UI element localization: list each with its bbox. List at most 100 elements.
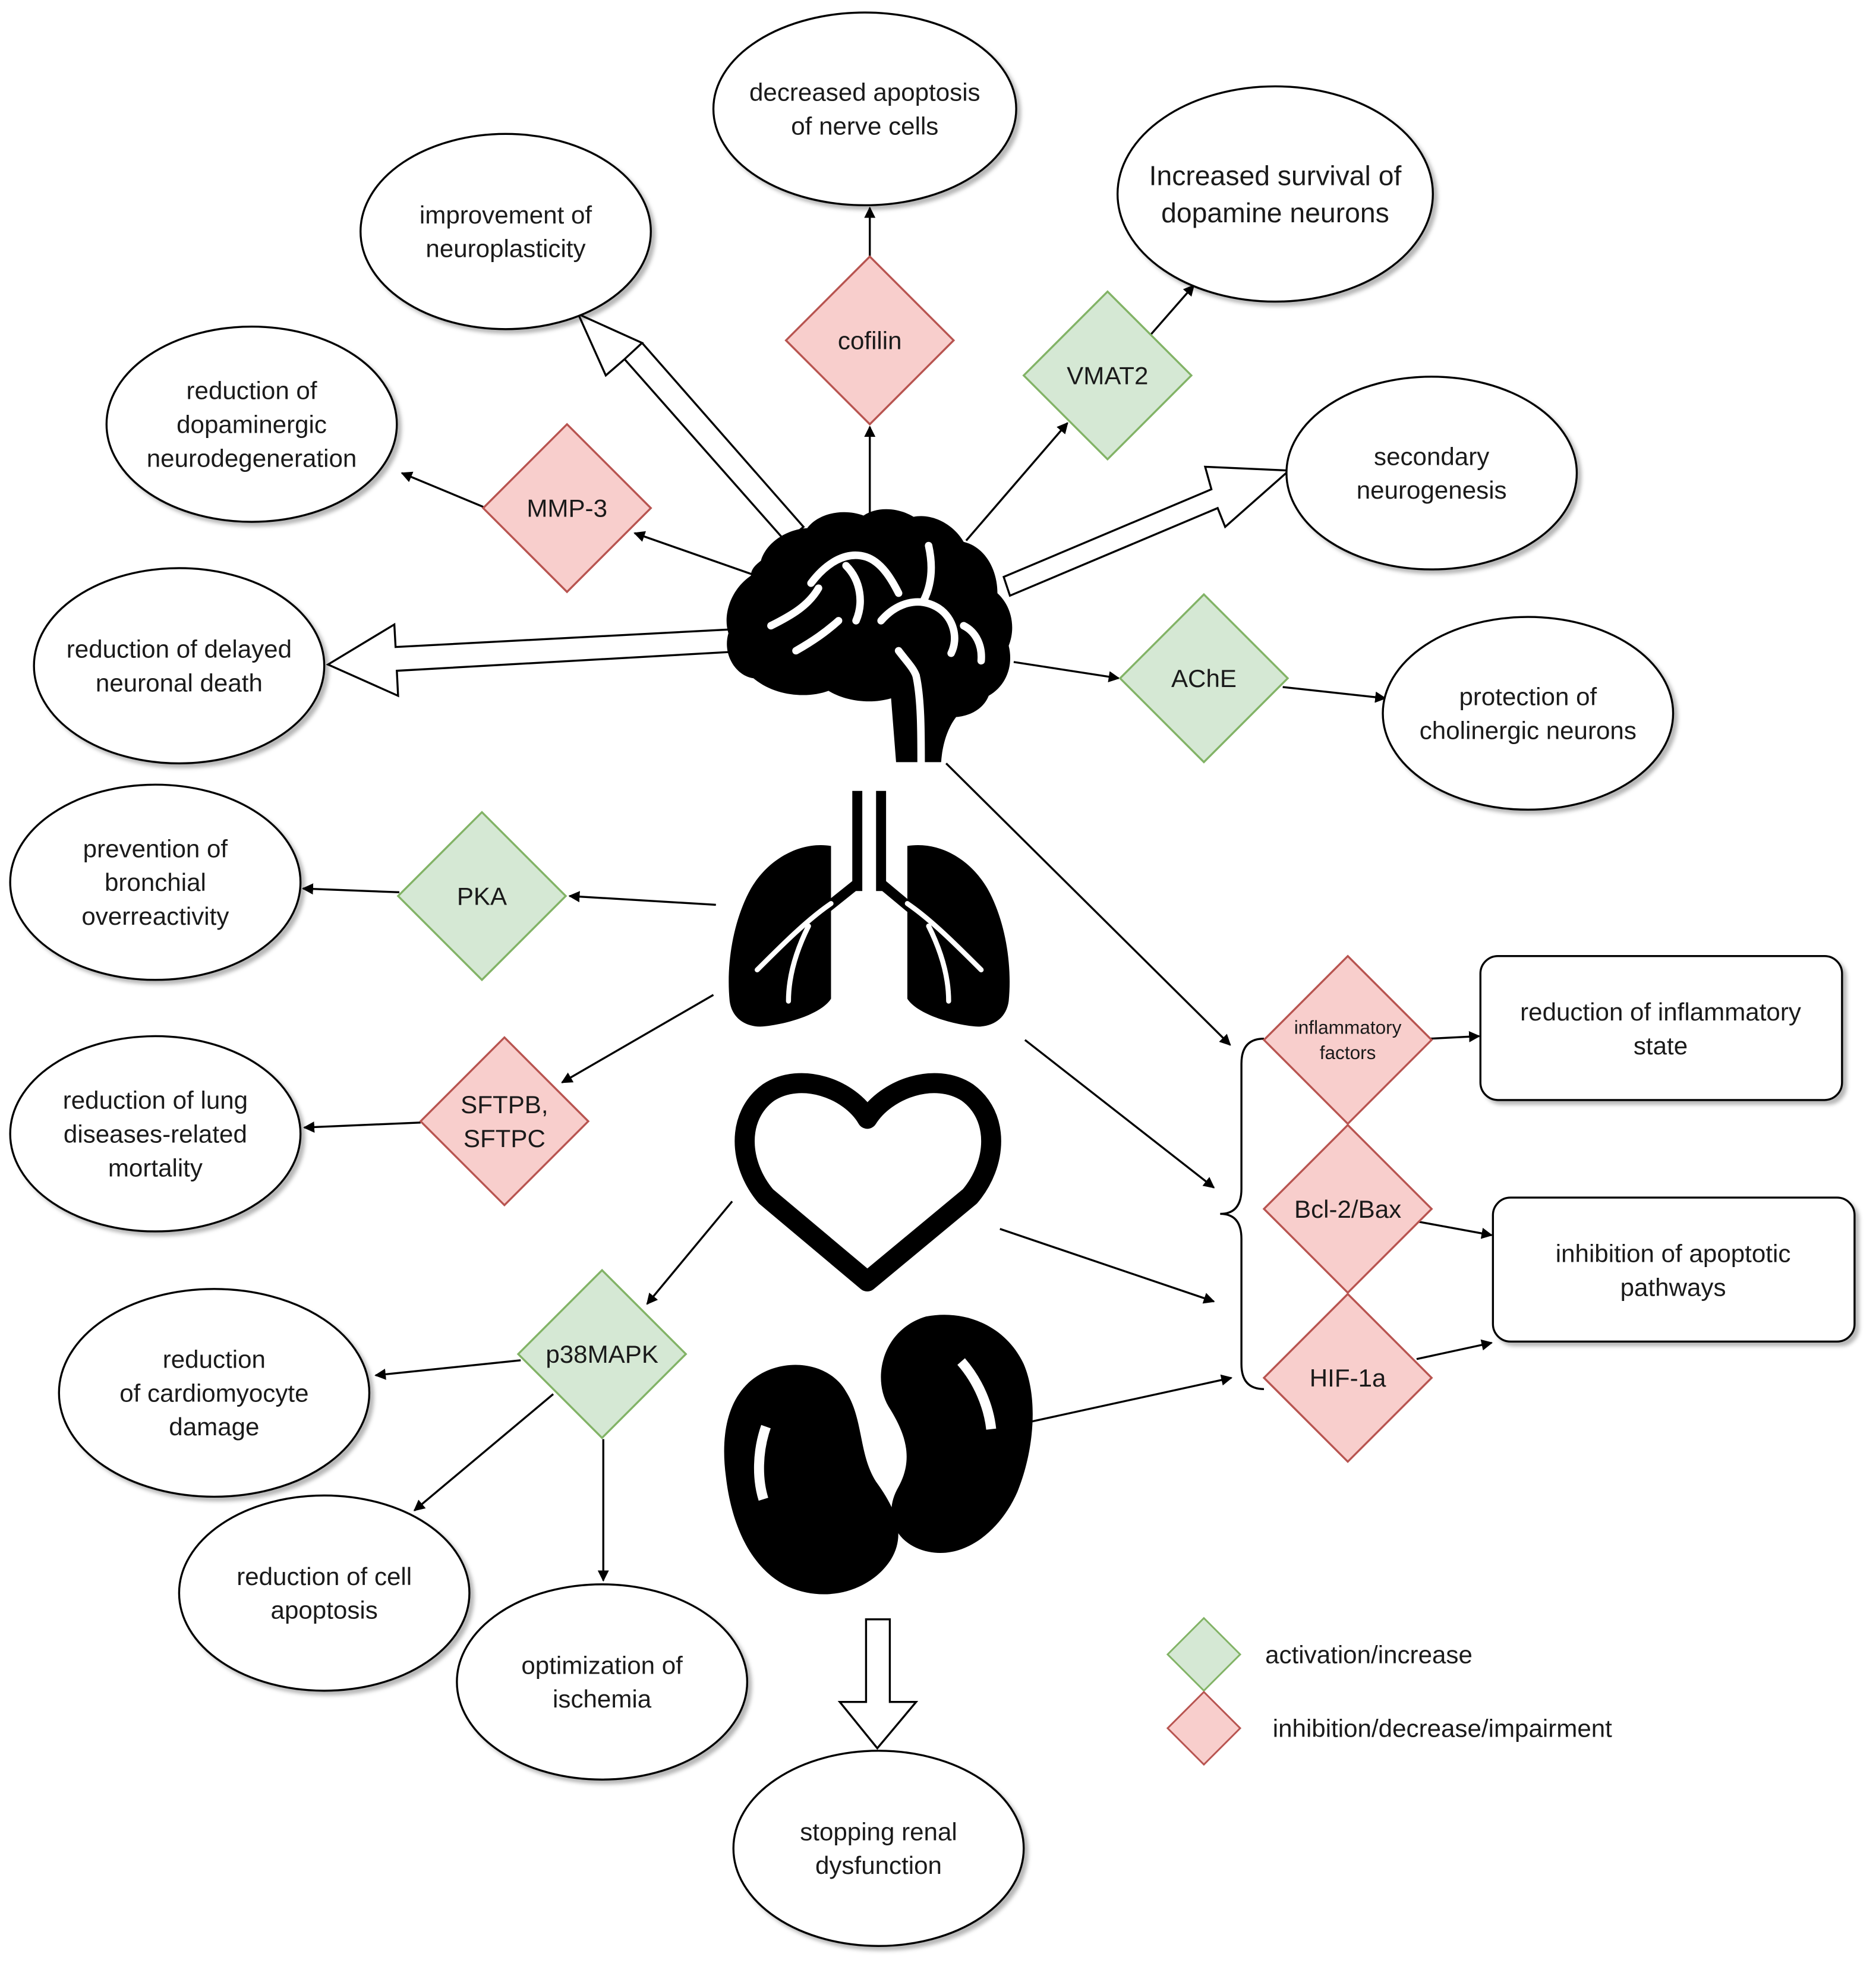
label-line: reduction of inflammatory: [1520, 998, 1801, 1026]
label-line: PKA: [457, 882, 507, 910]
node-inflammatory-state-label: reduction of inflammatory state: [1520, 998, 1801, 1060]
label-line: reduction of lung: [63, 1086, 248, 1114]
node-delayed-death-label: reduction of delayed neuronal death: [67, 635, 292, 697]
label-line: secondary: [1374, 442, 1489, 470]
factor-ache-label: AChE: [1171, 664, 1237, 692]
label-line: dysfunction: [815, 1851, 942, 1879]
factor-mmp3-label: MMP-3: [526, 494, 607, 522]
factor-sftp: SFTPB, SFTPC: [419, 1036, 590, 1207]
label-line: SFTPC: [464, 1124, 546, 1152]
block-arrow-neurogenesis: [1002, 465, 1292, 597]
arrow-lungs-sftp: [561, 994, 714, 1083]
label-line: neurodegeneration: [147, 444, 357, 472]
factor-vmat2: VMAT2: [1022, 290, 1193, 461]
legend-activation: activation/increase: [1166, 1617, 1473, 1692]
factor-ache: AChE: [1118, 593, 1289, 764]
node-secondary-neurogenesis-label: secondary neurogenesis: [1357, 442, 1507, 504]
label-line: neurogenesis: [1357, 476, 1507, 504]
arrow-brain-bracket: [945, 763, 1231, 1046]
label-line: overreactivity: [81, 902, 229, 930]
node-dopamine-survival: Increased survival of dopamine neurons: [1116, 85, 1434, 303]
node-renal-label: stopping renal dysfunction: [800, 1817, 957, 1879]
arrow-vmat2-survival: [1149, 284, 1195, 336]
label-line: inflammatory: [1294, 1017, 1402, 1038]
legend-activation-swatch: [1166, 1617, 1242, 1692]
factor-hif1a: HIF-1a: [1262, 1292, 1433, 1463]
factor-mmp3: MMP-3: [481, 423, 652, 594]
curly-bracket: [1220, 1038, 1265, 1390]
arrow-heart-p38: [646, 1201, 733, 1305]
arrow-kidneys-bracket: [1031, 1374, 1233, 1423]
arrow-bcl2-pathways: [1416, 1220, 1493, 1239]
label-line: prevention of: [83, 834, 228, 862]
arrow-lungs-pka: [568, 891, 716, 906]
legend-activation-label: activation/increase: [1265, 1640, 1473, 1668]
label-line: ischemia: [553, 1685, 652, 1713]
node-dopamine-survival-label: Increased survival of dopamine neurons: [1149, 160, 1402, 228]
factor-bcl2-label: Bcl-2/Bax: [1294, 1195, 1401, 1223]
label-line: Increased survival of: [1149, 160, 1402, 191]
brain-icon: [726, 509, 1013, 766]
factor-hif1a-label: HIF-1a: [1310, 1364, 1386, 1392]
label-line: apoptosis: [271, 1596, 378, 1624]
arrow-brain-mmp3: [633, 531, 756, 577]
label-line: factors: [1320, 1042, 1376, 1063]
label-line: inhibition of apoptotic: [1556, 1240, 1791, 1268]
label-line: reduction of: [187, 377, 317, 405]
arrow-brain-vmat2: [965, 422, 1068, 541]
block-arrow-delayed-death: [326, 622, 731, 698]
label-line: state: [1634, 1032, 1688, 1060]
arrow-sftp-mortality: [303, 1121, 421, 1133]
label-line: bronchial: [105, 868, 206, 896]
arrow-p38-cell-apoptosis: [413, 1393, 554, 1511]
label-line: AChE: [1171, 664, 1237, 692]
factor-p38: p38MAPK: [516, 1268, 688, 1439]
node-dopaminergic: reduction of dopaminergic neurodegeneratio…: [105, 325, 398, 523]
label-line: cofilin: [838, 326, 902, 354]
label-line: dopamine neurons: [1161, 197, 1389, 228]
lungs-icon: [729, 790, 1010, 1027]
arrow-heart-bracket: [1000, 1228, 1215, 1304]
factor-cofilin: cofilin: [784, 255, 956, 426]
factor-pka-label: PKA: [457, 882, 507, 910]
label-line: decreased apoptosis: [749, 78, 980, 106]
kidneys-icon: [724, 1315, 1033, 1595]
connectors: [301, 206, 1493, 1582]
block-arrow-renal: [837, 1618, 919, 1750]
label-line: dopaminergic: [176, 411, 327, 439]
label-line: SFTPB,: [461, 1091, 548, 1119]
factor-inflammatory: inflammatory factors: [1262, 954, 1433, 1126]
label-line: reduction of delayed: [67, 635, 292, 663]
arrow-hif1a-pathways: [1416, 1339, 1493, 1360]
label-line: of cardiomyocyte: [119, 1379, 308, 1407]
arrow-pka-bronchial: [301, 883, 400, 895]
label-line: neuroplasticity: [425, 235, 585, 263]
label-line: Bcl-2/Bax: [1294, 1195, 1401, 1223]
label-line: HIF-1a: [1310, 1364, 1386, 1392]
legend-inhibition-swatch: [1166, 1690, 1242, 1766]
arrow-p38-cardiomyocyte: [374, 1359, 521, 1380]
legend: activation/increase inhibition/decrease/…: [1166, 1617, 1612, 1766]
factor-p38-label: p38MAPK: [546, 1340, 658, 1368]
label-line: stopping renal: [800, 1817, 957, 1845]
factor-bcl2: Bcl-2/Bax: [1262, 1123, 1433, 1294]
label-line: neuronal death: [96, 669, 263, 697]
legend-inhibition: inhibition/decrease/impairment: [1166, 1690, 1612, 1766]
arrow-brain-ache: [1013, 661, 1120, 683]
node-bronchial-label: prevention of bronchial overreactivity: [81, 834, 229, 930]
label-line: MMP-3: [526, 494, 607, 522]
factor-cofilin-label: cofilin: [838, 326, 902, 354]
factor-sftp-label: SFTPB, SFTPC: [461, 1091, 548, 1152]
node-renal: stopping renal dysfunction: [732, 1750, 1025, 1947]
